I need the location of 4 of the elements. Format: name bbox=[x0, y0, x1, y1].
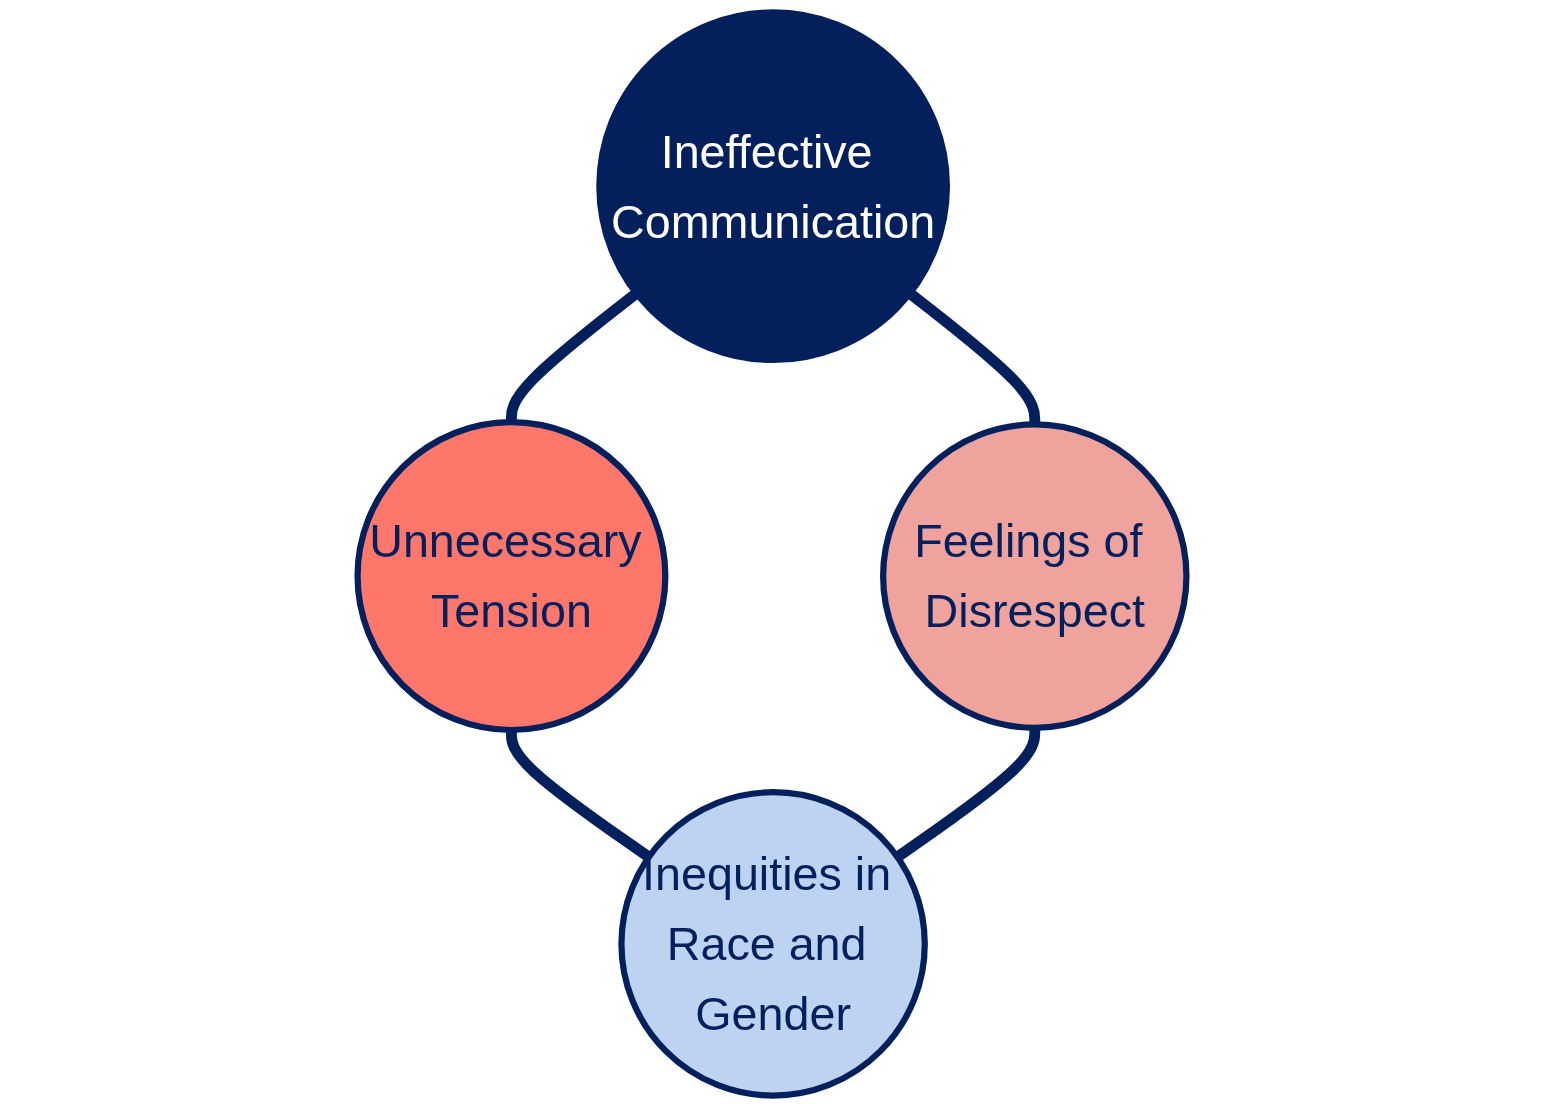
node-circle: Unnecessary Tension bbox=[354, 419, 669, 734]
node-circle: Feelings of Disrespect bbox=[880, 421, 1190, 731]
node-circle: Ineffective Communication bbox=[596, 9, 950, 364]
node-circle: Inequities in Race and Gender bbox=[618, 789, 928, 1099]
